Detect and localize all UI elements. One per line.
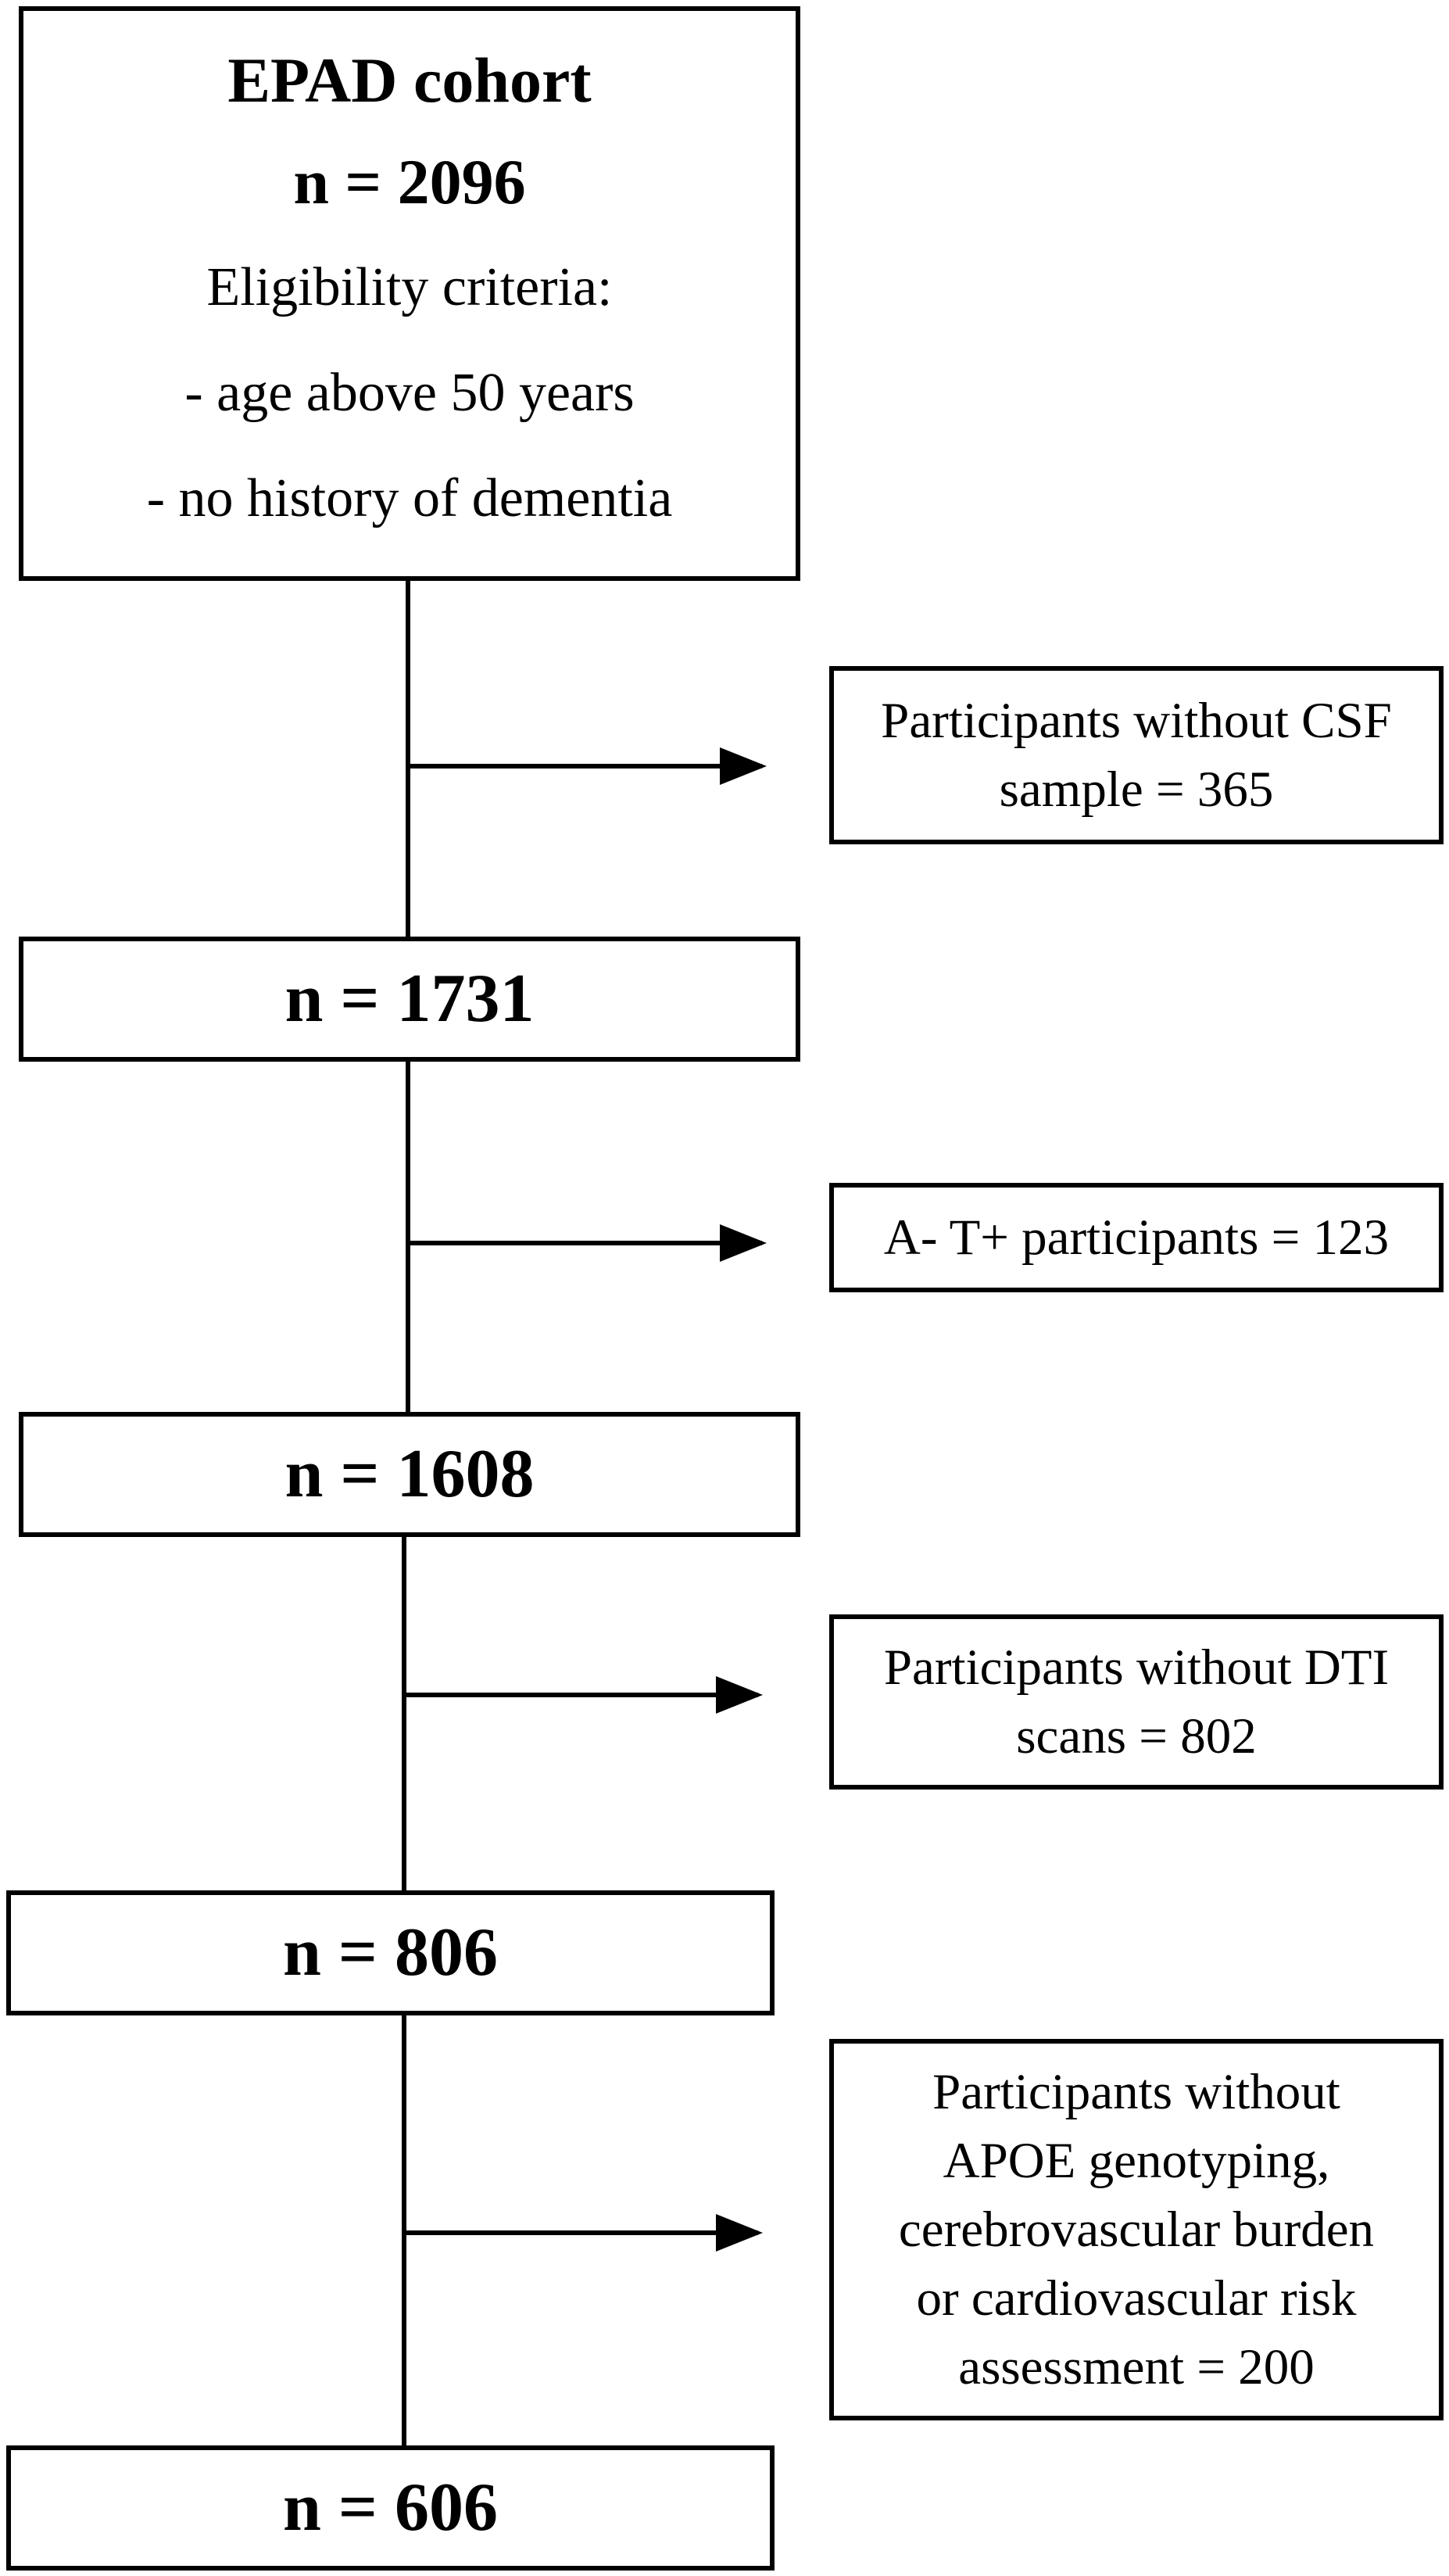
- exclusion-apoe-line-4: or cardiovascular risk: [916, 2270, 1357, 2327]
- exclusion-dti-line-2: scans = 802: [1016, 1708, 1257, 1765]
- eligibility-criterion-age: - age above 50 years: [184, 363, 635, 423]
- exclusion-csf-line-1: Participants without CSF: [881, 693, 1392, 749]
- exclusion-box-apoe: Participants without APOE genotyping, ce…: [829, 2039, 1444, 2420]
- exclusion-at-line-1: A- T+ participants = 123: [883, 1209, 1390, 1266]
- exclusion-box-at: A- T+ participants = 123: [829, 1183, 1444, 1292]
- stage-box-3: n = 806: [6, 1890, 775, 2015]
- exclusion-apoe-line-3: cerebrovascular burden: [898, 2202, 1375, 2258]
- exclusion-box-csf: Participants without CSF sample = 365: [829, 666, 1444, 844]
- cohort-box: EPAD cohort n = 2096 Eligibility criteri…: [19, 6, 800, 581]
- stage-count-1: n = 1731: [284, 961, 535, 1037]
- stage-box-2: n = 1608: [19, 1412, 800, 1537]
- cohort-count: n = 2096: [293, 146, 526, 217]
- eligibility-criterion-dementia: - no history of dementia: [146, 468, 673, 528]
- stage-count-2: n = 1608: [284, 1436, 535, 1512]
- eligibility-heading: Eligibility criteria:: [206, 257, 613, 317]
- exclusion-apoe-line-5: assessment = 200: [958, 2339, 1315, 2395]
- cohort-title: EPAD cohort: [227, 45, 592, 116]
- exclusion-apoe-line-1: Participants without: [932, 2064, 1340, 2120]
- exclusion-box-dti: Participants without DTI scans = 802: [829, 1614, 1444, 1790]
- stage-box-4: n = 606: [6, 2445, 775, 2571]
- exclusion-apoe-line-2: APOE genotyping,: [943, 2133, 1330, 2189]
- exclusion-csf-line-2: sample = 365: [999, 761, 1274, 818]
- exclusion-dti-line-1: Participants without DTI: [883, 1639, 1390, 1696]
- stage-count-3: n = 806: [282, 1915, 499, 1990]
- stage-count-4: n = 606: [282, 2470, 499, 2546]
- stage-box-1: n = 1731: [19, 937, 800, 1062]
